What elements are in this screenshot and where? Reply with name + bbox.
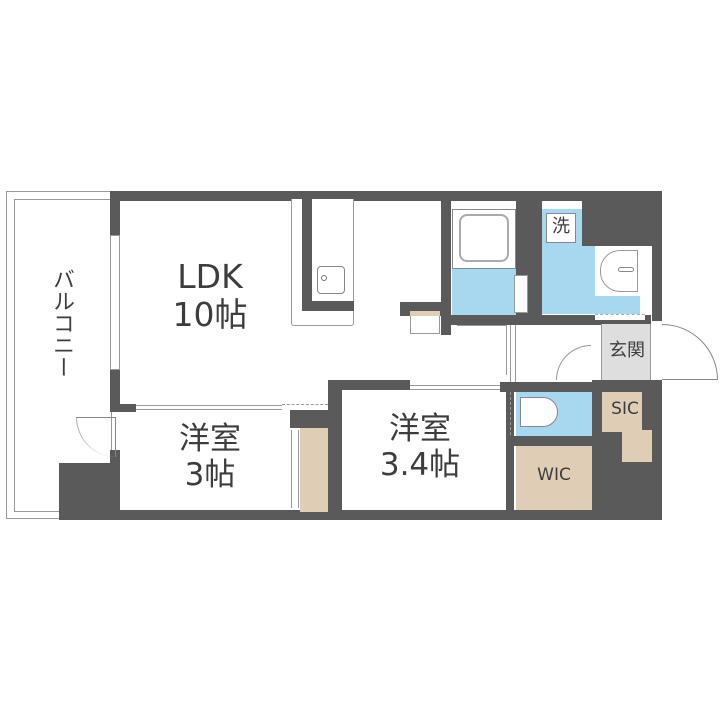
balcony-label: バルコニー bbox=[49, 268, 74, 378]
outer-wall-left-top bbox=[110, 191, 120, 235]
bedroom2-sliding-door[interactable] bbox=[410, 385, 500, 390]
toilet-top-wall bbox=[506, 382, 602, 392]
washbasin-drain-icon bbox=[618, 267, 634, 272]
wall-bedroom-divider bbox=[328, 380, 342, 520]
washroom-label: 洗 bbox=[552, 216, 570, 237]
bathtub bbox=[459, 214, 509, 262]
ldk-window[interactable] bbox=[110, 235, 120, 370]
ldk-label: LDK 10帖 bbox=[145, 258, 275, 334]
bedroom1-label: 洋室 3帖 bbox=[150, 421, 270, 493]
wall-ldk-bedroom2 bbox=[340, 380, 410, 390]
bedroom2-size: 3.4帖 bbox=[379, 446, 461, 483]
washroom-corner-wall bbox=[582, 199, 652, 246]
bedroom1-name: 洋室 bbox=[179, 421, 241, 457]
outer-wall-right bbox=[652, 191, 662, 321]
bedroom1-size: 3帖 bbox=[184, 456, 236, 493]
faucet-icon bbox=[321, 275, 327, 281]
sic-label: SIC bbox=[611, 399, 639, 419]
shoe-closet-lower bbox=[622, 430, 652, 462]
kitchen-sink bbox=[317, 266, 345, 294]
outer-wall-bottom bbox=[110, 510, 662, 520]
bath-floor bbox=[452, 269, 516, 315]
outer-wall-top bbox=[110, 191, 662, 201]
bedroom2-name: 洋室 bbox=[389, 411, 451, 447]
washroom-door-strip[interactable] bbox=[595, 314, 645, 320]
bedroom1-closet-door[interactable] bbox=[282, 404, 328, 410]
ldk-size: 10帖 bbox=[172, 294, 248, 334]
corridor-door-1[interactable] bbox=[457, 325, 507, 375]
wic-label: WIC bbox=[537, 465, 571, 485]
toilet-door[interactable] bbox=[556, 345, 591, 380]
entrance-label: 玄関 bbox=[609, 340, 645, 361]
front-door[interactable] bbox=[662, 324, 718, 380]
bath-bottom-wall bbox=[441, 315, 651, 325]
walk-in-closet bbox=[516, 446, 592, 510]
ldk-name: LDK bbox=[177, 257, 243, 296]
fridge-shelf bbox=[410, 311, 440, 316]
wall-ldk-bath bbox=[441, 199, 451, 335]
entrance bbox=[601, 324, 651, 380]
kitchen-wall-vertical bbox=[302, 199, 312, 311]
outer-wall-left-mid bbox=[110, 370, 120, 410]
toilet-door-dashed[interactable] bbox=[510, 392, 514, 440]
washroom-label-box: 洗 bbox=[546, 213, 576, 243]
wall-bedroom2-right-vertical bbox=[506, 382, 514, 520]
toilet-wic-wall bbox=[506, 436, 602, 446]
bedroom1-sliding-door[interactable] bbox=[136, 405, 282, 410]
bedroom2-label: 洋室 3.4帖 bbox=[355, 411, 485, 483]
closet-door-bedroom1[interactable] bbox=[291, 430, 299, 508]
wall-ldk-bedroom1 bbox=[110, 404, 136, 412]
corridor-divider bbox=[510, 325, 516, 385]
toilet-bowl bbox=[520, 397, 558, 427]
bedroom1-closet bbox=[300, 428, 328, 512]
shoe-closet bbox=[602, 392, 642, 432]
wall-bedroom1-closet-top bbox=[290, 410, 338, 428]
pillar-bottom-left bbox=[59, 463, 120, 520]
outer-wall-right-lower bbox=[652, 380, 662, 520]
bath-door[interactable] bbox=[514, 275, 528, 313]
washbasin bbox=[600, 250, 638, 292]
closet-door-kitchen[interactable] bbox=[410, 316, 440, 334]
kitchen-wall-horizontal bbox=[302, 301, 354, 311]
